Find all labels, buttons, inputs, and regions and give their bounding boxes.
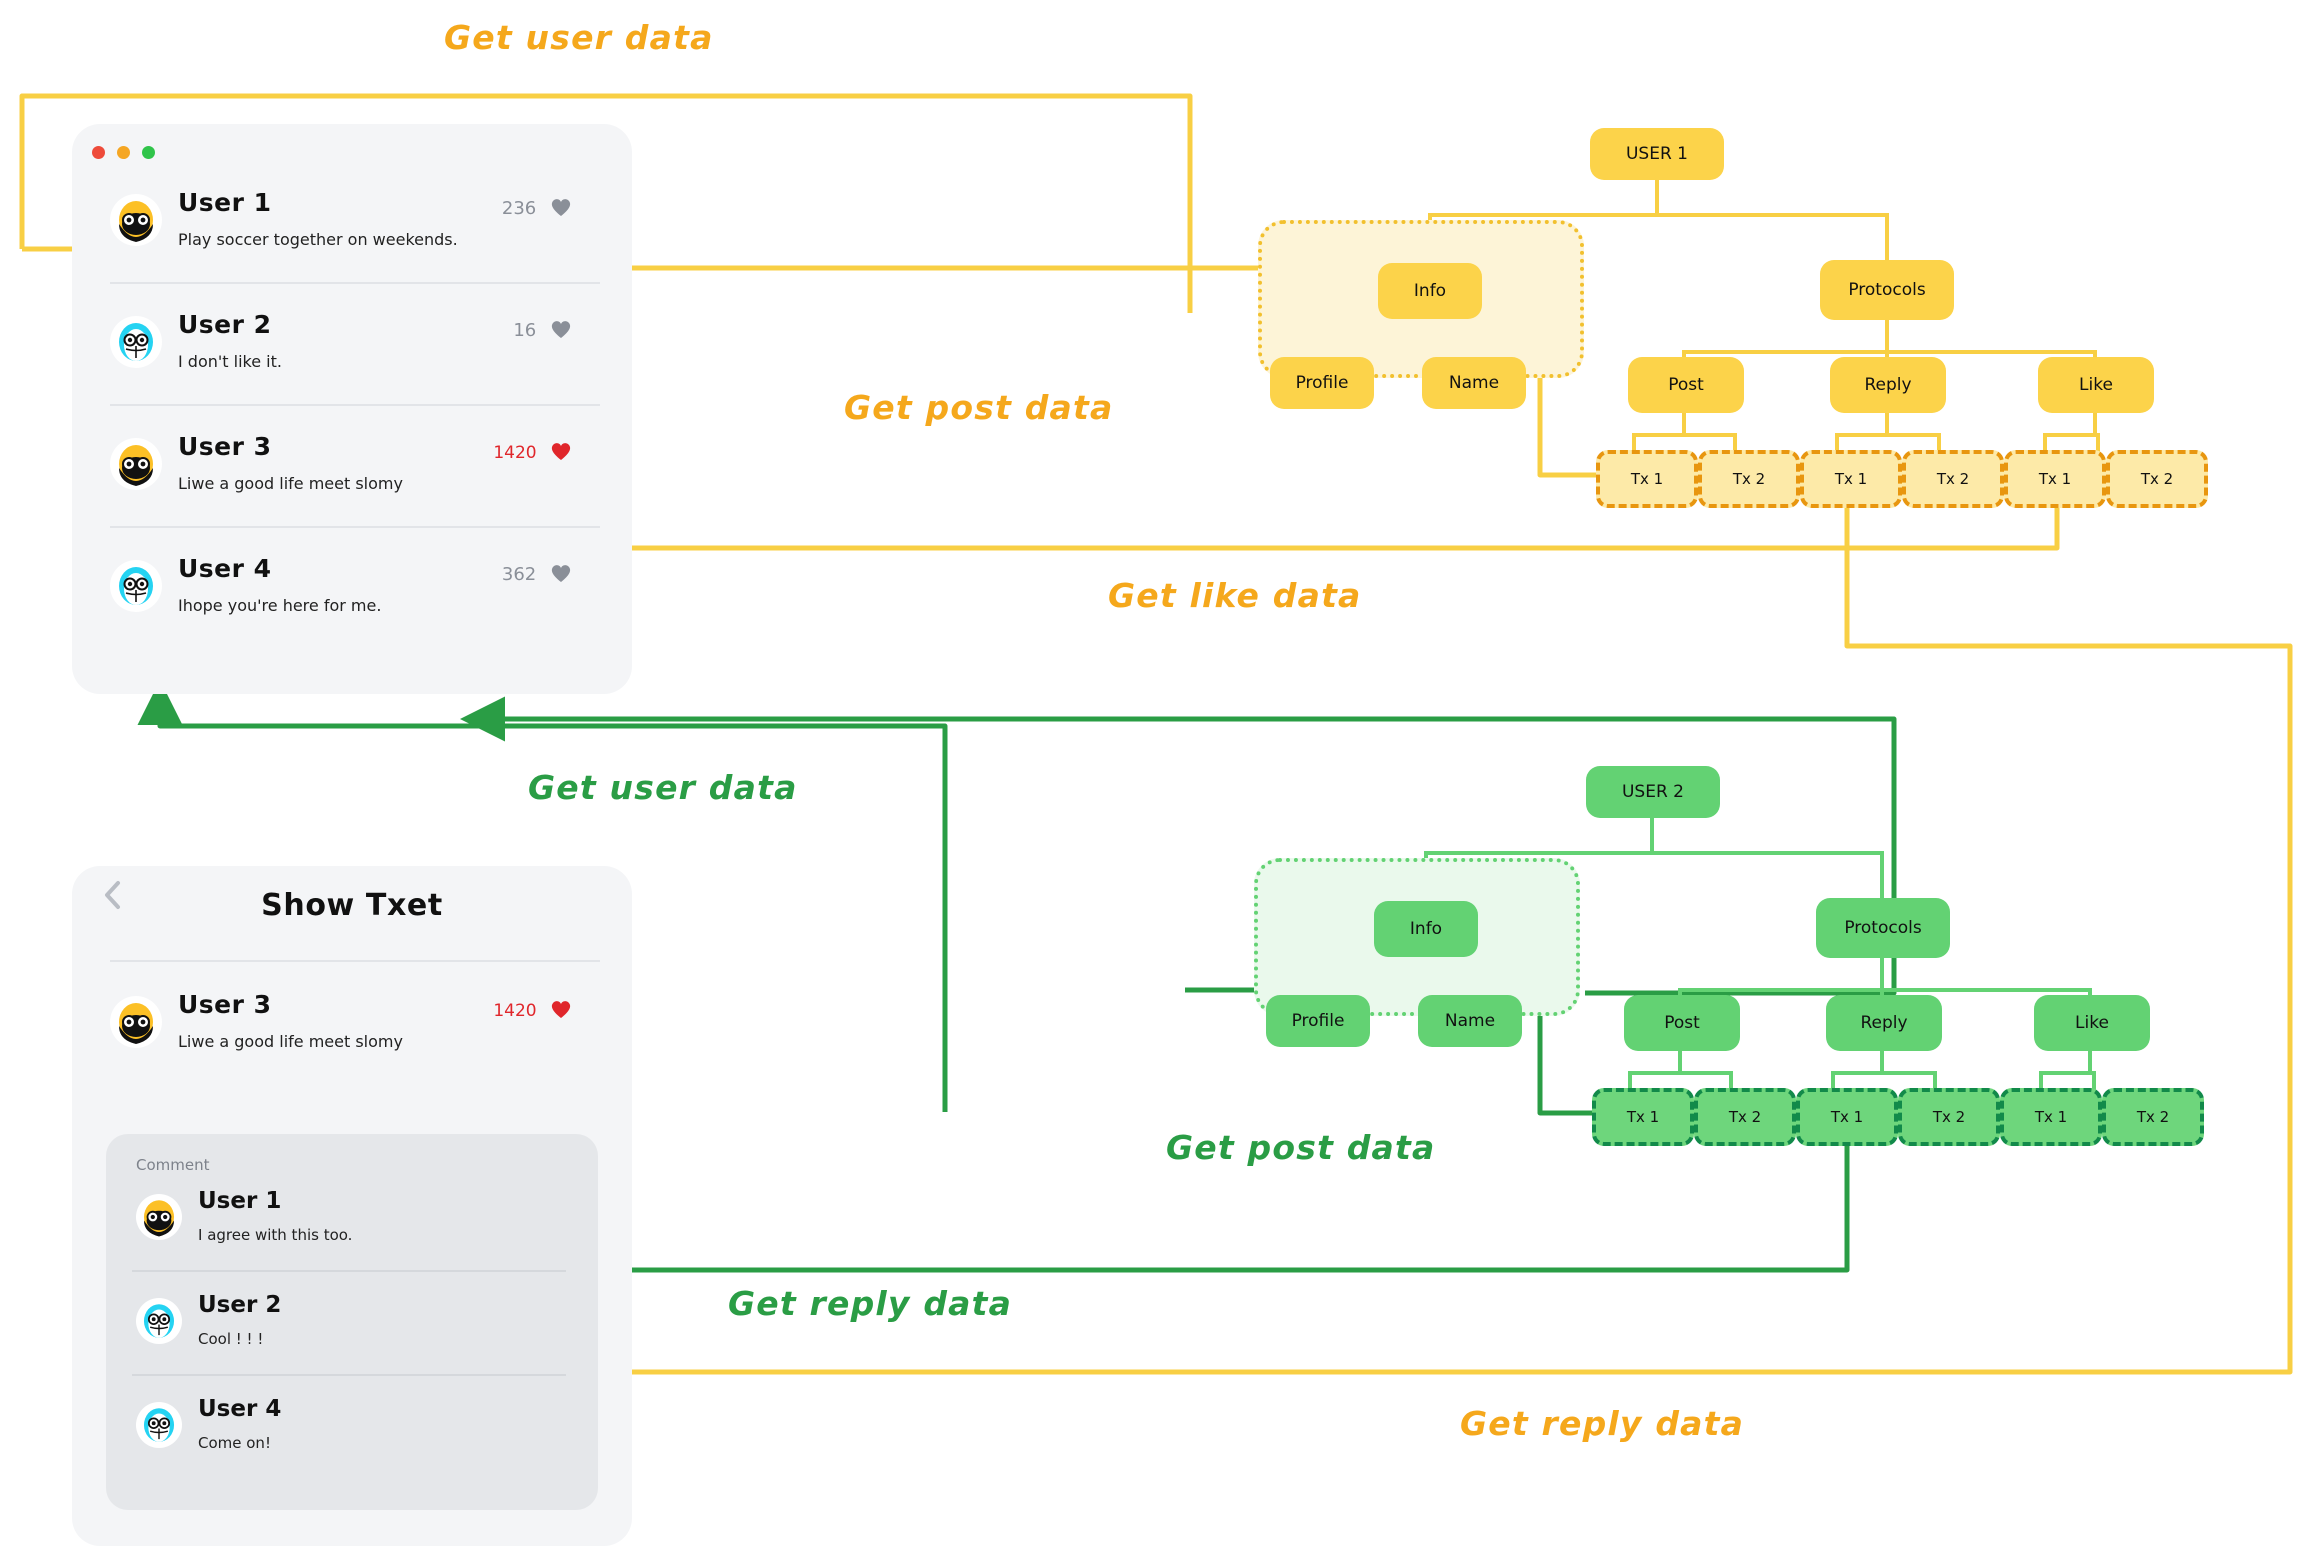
- tree-node-reply-user-2[interactable]: Reply: [1826, 995, 1942, 1051]
- annotation-get-reply-data-green: Get reply data: [728, 1284, 1013, 1323]
- divider: [132, 1270, 566, 1272]
- post-author: User 4: [178, 554, 272, 583]
- arrow-get-user-data-green: [460, 696, 1897, 996]
- post-author: User 1: [178, 188, 272, 217]
- tree-node-protocols-user-1[interactable]: Protocols: [1820, 260, 1954, 320]
- post-text: I don't like it.: [178, 352, 282, 371]
- comment-text: Come on!: [198, 1434, 271, 1452]
- tree-node-like-user-2[interactable]: Like: [2034, 995, 2150, 1051]
- tree-node-tx-user-1[interactable]: Tx 2: [1698, 450, 1800, 508]
- comment-author: User 4: [198, 1396, 282, 1422]
- comment-text: Cool ! ! !: [198, 1330, 264, 1348]
- post-text: Liwe a good life meet slomy: [178, 1032, 403, 1051]
- window-traffic-lights: [92, 146, 155, 159]
- feed-window[interactable]: User 1 Play soccer together on weekends.…: [72, 124, 632, 694]
- feed-post-row[interactable]: User 4 Ihope you're here for me. 362: [110, 554, 600, 642]
- heart-icon[interactable]: [550, 197, 572, 222]
- like-count[interactable]: 236: [502, 194, 572, 219]
- tree-node-profile-user-2[interactable]: Profile: [1266, 995, 1370, 1047]
- tree-node-root-user-1[interactable]: USER 1: [1590, 128, 1724, 180]
- tree-node-tx-user-2[interactable]: Tx 1: [1592, 1088, 1694, 1146]
- comment-section: Comment User 1 I agree with this too.: [106, 1134, 598, 1510]
- avatar: [136, 1194, 182, 1240]
- feed-post-row[interactable]: User 1 Play soccer together on weekends.…: [110, 188, 600, 276]
- tree-node-name-user-1[interactable]: Name: [1422, 357, 1526, 409]
- tree-node-tx-user-2[interactable]: Tx 1: [2000, 1088, 2102, 1146]
- annotation-get-user-data-yellow: Get user data: [444, 18, 714, 57]
- divider: [132, 1374, 566, 1376]
- tree-node-tx-user-1[interactable]: Tx 1: [1596, 450, 1698, 508]
- annotation-get-post-data-green: Get post data: [1166, 1128, 1436, 1167]
- divider: [110, 526, 600, 528]
- avatar: [110, 996, 162, 1048]
- tree-node-like-user-1[interactable]: Like: [2038, 357, 2154, 413]
- tree-node-tx-user-2[interactable]: Tx 2: [1898, 1088, 2000, 1146]
- comment-row[interactable]: User 4 Come on!: [136, 1396, 566, 1476]
- tree-node-tx-user-1[interactable]: Tx 2: [1902, 450, 2004, 508]
- page-title: Show Txet: [261, 888, 443, 923]
- annotation-get-reply-data-yellow: Get reply data: [1460, 1404, 1745, 1443]
- avatar: [110, 560, 162, 612]
- post-text: Liwe a good life meet slomy: [178, 474, 403, 493]
- post-author: User 3: [178, 990, 272, 1019]
- divider: [110, 282, 600, 284]
- annotation-get-post-data-yellow: Get post data: [844, 388, 1114, 427]
- divider: [110, 960, 600, 962]
- tree-node-tx-user-1[interactable]: Tx 1: [2004, 450, 2106, 508]
- minimize-icon[interactable]: [117, 146, 130, 159]
- feed-post-row[interactable]: User 3 Liwe a good life meet slomy 1420: [110, 432, 600, 520]
- feed-post-row[interactable]: User 2 I don't like it. 16: [110, 310, 600, 398]
- like-count[interactable]: 1420: [493, 996, 572, 1021]
- detail-post-row[interactable]: User 3 Liwe a good life meet slomy 1420: [110, 990, 600, 1078]
- avatar: [110, 438, 162, 490]
- back-icon[interactable]: [102, 880, 124, 909]
- comment-row[interactable]: User 1 I agree with this too.: [136, 1188, 566, 1268]
- like-count[interactable]: 1420: [493, 438, 572, 463]
- close-icon[interactable]: [92, 146, 105, 159]
- post-author: User 3: [178, 432, 272, 461]
- comment-author: User 2: [198, 1292, 282, 1318]
- comment-section-label: Comment: [136, 1156, 210, 1174]
- annotation-get-like-data-yellow: Get like data: [1108, 576, 1362, 615]
- comment-row[interactable]: User 2 Cool ! ! !: [136, 1292, 566, 1372]
- post-author: User 2: [178, 310, 272, 339]
- tree-node-tx-user-2[interactable]: Tx 1: [1796, 1088, 1898, 1146]
- comment-text: I agree with this too.: [198, 1226, 353, 1244]
- detail-window[interactable]: Show Txet User 3 Liwe a good life meet s…: [72, 866, 632, 1546]
- tree-node-tx-user-2[interactable]: Tx 2: [2102, 1088, 2204, 1146]
- tree-node-info-user-1[interactable]: Info: [1378, 263, 1482, 319]
- heart-icon[interactable]: [550, 441, 572, 466]
- avatar: [136, 1402, 182, 1448]
- tree-node-tx-user-1[interactable]: Tx 1: [1800, 450, 1902, 508]
- heart-icon[interactable]: [550, 319, 572, 344]
- post-text: Play soccer together on weekends.: [178, 230, 458, 249]
- like-count[interactable]: 362: [502, 560, 572, 585]
- annotation-get-user-data-green: Get user data: [528, 768, 798, 807]
- tree-node-protocols-user-2[interactable]: Protocols: [1816, 898, 1950, 958]
- tree-node-profile-user-1[interactable]: Profile: [1270, 357, 1374, 409]
- tree-node-post-user-2[interactable]: Post: [1624, 995, 1740, 1051]
- tree-node-root-user-2[interactable]: USER 2: [1586, 766, 1720, 818]
- tree-node-name-user-2[interactable]: Name: [1418, 995, 1522, 1047]
- avatar: [110, 316, 162, 368]
- avatar: [110, 194, 162, 246]
- tree-node-reply-user-1[interactable]: Reply: [1830, 357, 1946, 413]
- post-text: Ihope you're here for me.: [178, 596, 382, 615]
- avatar: [136, 1298, 182, 1344]
- maximize-icon[interactable]: [142, 146, 155, 159]
- heart-icon[interactable]: [550, 563, 572, 588]
- divider: [110, 404, 600, 406]
- heart-icon[interactable]: [550, 999, 572, 1024]
- comment-author: User 1: [198, 1188, 282, 1214]
- tree-node-tx-user-2[interactable]: Tx 2: [1694, 1088, 1796, 1146]
- tree-node-info-user-2[interactable]: Info: [1374, 901, 1478, 957]
- tree-node-post-user-1[interactable]: Post: [1628, 357, 1744, 413]
- like-count[interactable]: 16: [513, 316, 572, 341]
- tree-node-tx-user-1[interactable]: Tx 2: [2106, 450, 2208, 508]
